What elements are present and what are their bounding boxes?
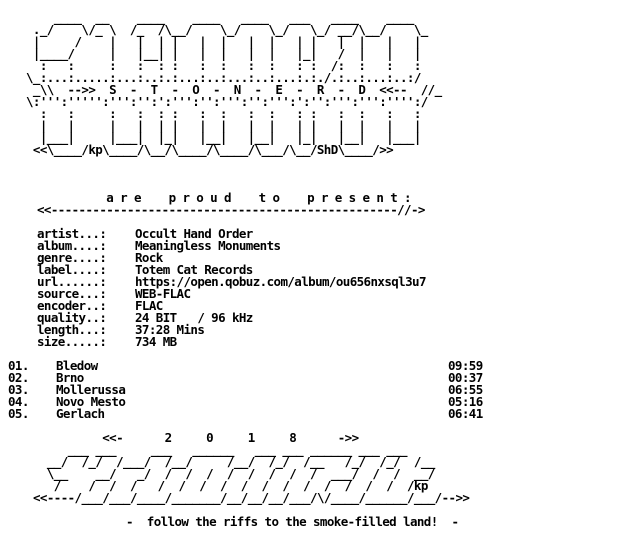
info-key: source...: [37,286,107,301]
track-duration: 06:55 [448,382,483,397]
info-row-genre: genre....: Rock [37,250,426,265]
info-value: Rock [135,250,163,265]
info-key: size.....: [37,334,107,349]
info-key: quality..: [37,310,107,325]
track-title: Bledow [56,358,98,373]
tagline: - follow the riffs to the smoke-filled l… [126,514,459,529]
info-key: genre....: [37,250,107,265]
track-number: 04. [8,394,29,409]
track-title: Brno [56,370,84,385]
presents-text: a r e p r o u d t o p r e s e n t : [37,190,411,205]
info-value: WEB-FLAC [135,286,191,301]
info-row-album: album....: Meaningless Monuments [37,238,426,253]
track-row: 03. Mollerussa 06:55 [8,382,488,397]
info-value: 24 BIT / 96 kHz [135,310,253,325]
info-key: url......: [37,274,107,289]
info-row-length: length...: 37:28 Mins [37,322,426,337]
info-value: 37:28 Mins [135,322,205,337]
info-key: length...: [37,322,107,337]
track-row: 05. Gerlach 06:41 [8,406,488,421]
track-title: Gerlach [56,406,105,421]
track-duration: 00:37 [448,370,483,385]
info-value: https://open.qobuz.com/album/ou656nxsql3… [135,274,426,289]
track-number: 03. [8,382,29,397]
tracklist: 01. Bledow 09:59 02. Brno 00:37 03. Moll… [8,358,488,421]
info-value: Totem Cat Records [135,262,253,277]
track-number: 05. [8,406,29,421]
info-value: FLAC [135,298,163,313]
presents-divider: <<--------------------------------------… [37,202,425,217]
info-value: Occult Hand Order [135,226,253,241]
track-number: 02. [8,370,29,385]
year-2018-ascii-art: <<- 2 0 1 8 ->> ___ ___ ___ ______ ___ _… [33,430,470,505]
info-key: artist...: [37,226,107,241]
info-key: label....: [37,262,107,277]
track-row: 02. Brno 00:37 [8,370,488,385]
info-key: encoder..: [37,298,107,313]
info-value: Meaningless Monuments [135,238,281,253]
track-number: 01. [8,358,29,373]
track-title: Novo Mesto [56,394,126,409]
info-value: 734 MB [135,334,177,349]
info-key: album....: [37,238,107,253]
track-row: 01. Bledow 09:59 [8,358,488,373]
info-row-quality: quality..: 24 BIT / 96 kHz [37,310,426,325]
release-info: artist...: Occult Hand Order album....: … [37,226,426,349]
info-row-url: url......: https://open.qobuz.com/album/… [37,274,426,289]
info-row-label: label....: Totem Cat Records [37,262,426,277]
info-row-source: source...: WEB-FLAC [37,286,426,301]
track-duration: 06:41 [448,406,483,421]
track-duration: 09:59 [448,358,483,373]
presents-banner: a r e p r o u d t o p r e s e n t : <<--… [37,190,425,217]
track-duration: 05:16 [448,394,483,409]
stonerd-ascii-logo: ____ __ ____ ____ ____ ___ ____ ____ ._/… [26,10,442,157]
track-row: 04. Novo Mesto 05:16 [8,394,488,409]
info-row-artist: artist...: Occult Hand Order [37,226,426,241]
track-title: Mollerussa [56,382,126,397]
info-row-encoder: encoder..: FLAC [37,298,426,313]
info-row-size: size.....: 734 MB [37,334,426,349]
